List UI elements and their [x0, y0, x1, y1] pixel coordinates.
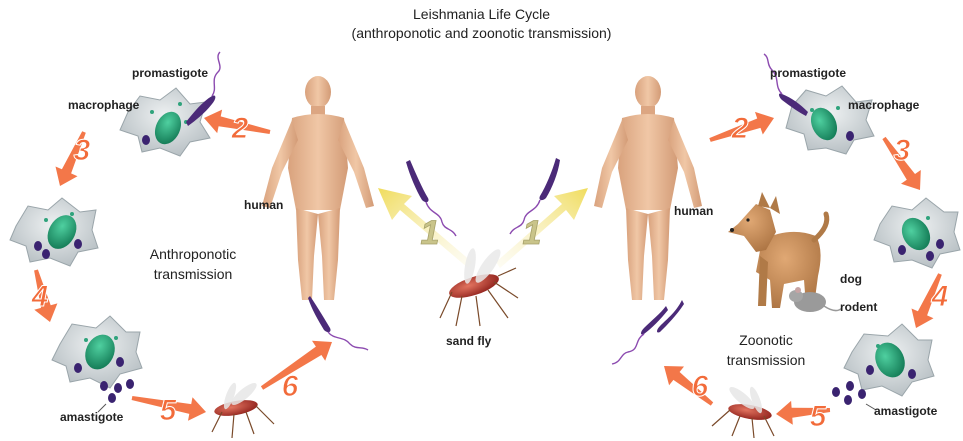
macrophage-cell-right — [786, 86, 874, 154]
label-macrophage-right: macrophage — [848, 98, 919, 112]
promastigote-right-top — [764, 54, 808, 116]
left-step-number-4: 4 — [31, 280, 49, 313]
left-step-number-3: 3 — [74, 134, 91, 167]
left-step-number-2: 2 — [231, 112, 249, 145]
left-step-number-6: 6 — [282, 370, 299, 403]
right-step-number-3: 3 — [894, 134, 911, 167]
macrophage-cell-left-4 — [52, 316, 142, 388]
label-rodent: rodent — [840, 300, 877, 314]
caption-anthroponotic: Anthroponotic transmission — [118, 244, 268, 284]
label-promastigote-right: promastigote — [770, 66, 846, 80]
right-step-number-5: 5 — [810, 400, 828, 433]
human-figure-right — [594, 76, 702, 300]
diagram-title: Leishmania Life Cycle — [0, 6, 963, 22]
amastigotes-left — [98, 379, 134, 412]
label-sand-fly: sand fly — [446, 334, 491, 348]
label-amastigote-right: amastigote — [874, 404, 937, 418]
macrophage-cell-right-4 — [844, 324, 934, 396]
diagram-subtitle: (anthroponotic and zoonotic transmission… — [0, 25, 963, 41]
caption-anthroponotic-line2: transmission — [118, 264, 268, 284]
macrophage-cell-right-3 — [874, 198, 960, 268]
left-step-number-1: 1 — [421, 214, 440, 252]
label-amastigote-left: amastigote — [60, 410, 123, 424]
caption-zoonotic-line1: Zoonotic — [706, 330, 826, 350]
right-step-number-6: 6 — [692, 370, 709, 403]
label-human-right: human — [674, 204, 713, 218]
macrophage-cell-left-3 — [10, 198, 98, 266]
label-macrophage-left: macrophage — [68, 98, 139, 112]
label-promastigote-left: promastigote — [132, 66, 208, 80]
sand-fly-right — [712, 384, 774, 438]
caption-zoonotic: Zoonotic transmission — [706, 330, 826, 370]
label-dog: dog — [840, 272, 862, 286]
right-step-number-2: 2 — [731, 112, 749, 145]
promastigote-right-bottom — [612, 300, 684, 364]
dog-figure — [728, 192, 827, 308]
caption-zoonotic-line2: transmission — [706, 350, 826, 370]
caption-anthroponotic-line1: Anthroponotic — [118, 244, 268, 264]
human-figure-left — [262, 76, 374, 300]
label-human-left: human — [244, 198, 283, 212]
left-step-number-5: 5 — [160, 394, 178, 427]
right-step-number-1: 1 — [523, 214, 542, 252]
right-step-number-4: 4 — [931, 280, 949, 313]
